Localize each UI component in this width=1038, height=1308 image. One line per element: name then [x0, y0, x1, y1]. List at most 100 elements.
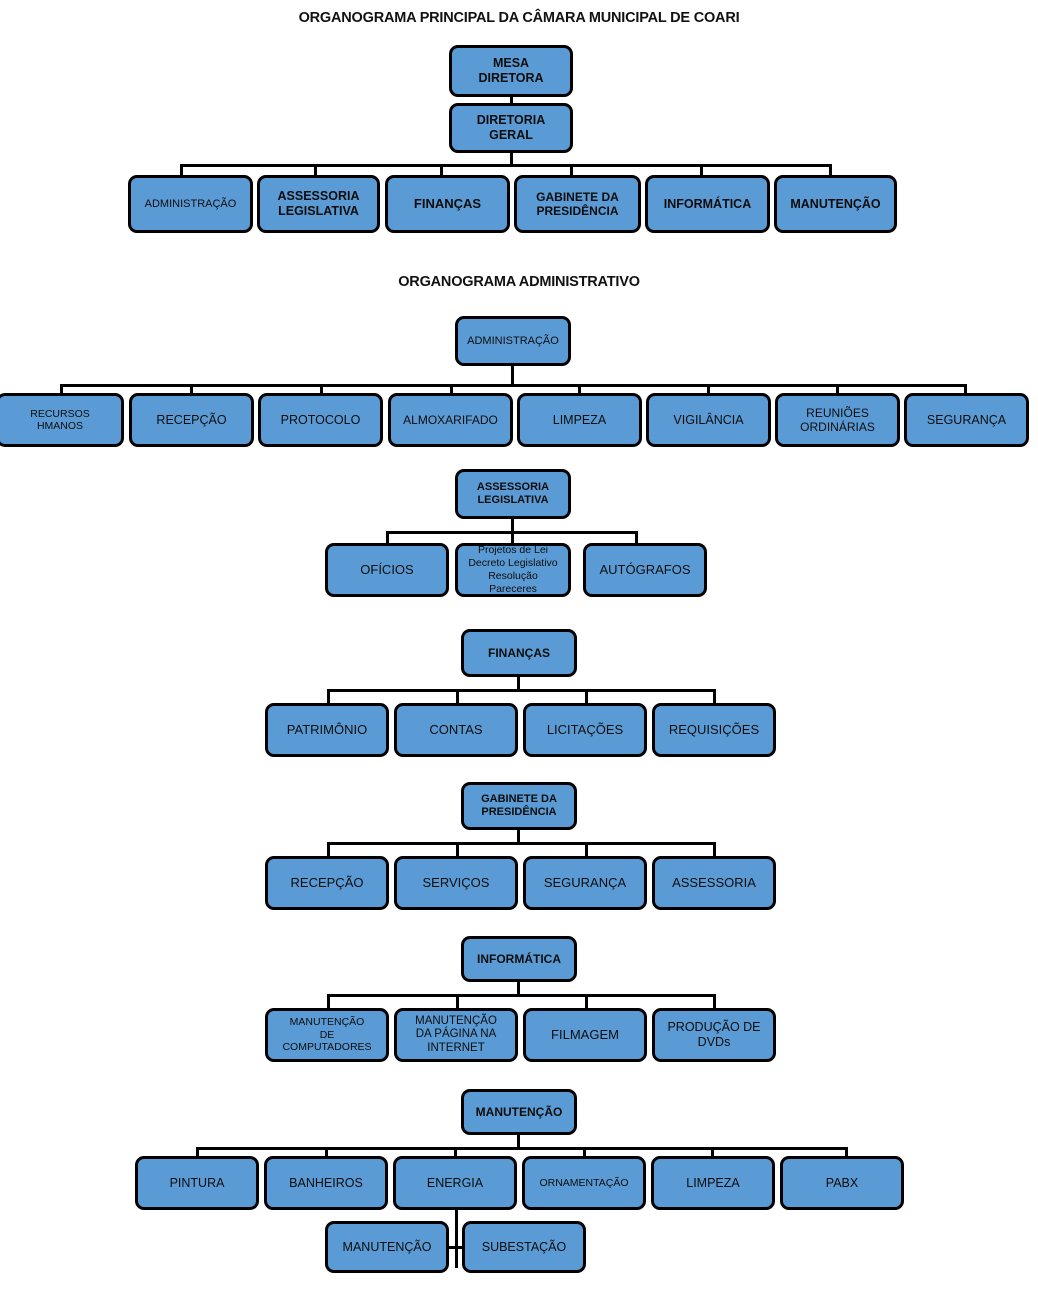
node-assessoria-legislativa[interactable]: ASSESSORIA LEGISLATIVA [257, 175, 380, 233]
node-ornamentacao[interactable]: ORNAMENTAÇÃO [522, 1156, 646, 1210]
connector-drop-m2 [325, 1147, 328, 1159]
section-title-administrativo: ORGANOGRAMA ADMINISTRATIVO [398, 274, 640, 290]
node-line: ENERGIA [426, 1175, 484, 1190]
node-line: PATRIMÔNIO [286, 722, 368, 738]
node-recepcao-gab[interactable]: RECEPÇÃO [265, 856, 389, 910]
node-protocolo[interactable]: PROTOCOLO [258, 393, 383, 447]
connector-drop-diretoria [510, 153, 513, 166]
node-line: HMANOS [36, 420, 84, 432]
node-line: PRESIDÊNCIA [536, 204, 619, 218]
node-financas[interactable]: FINANÇAS [385, 175, 510, 233]
connector-drop-i3 [585, 994, 588, 1008]
node-pintura[interactable]: PINTURA [135, 1156, 259, 1210]
node-line: ORNAMENTAÇÃO [539, 1176, 629, 1189]
node-contas[interactable]: CONTAS [394, 703, 518, 757]
connector-drop-f2 [456, 689, 459, 703]
node-subestacao[interactable]: SUBESTAÇÃO [462, 1221, 586, 1273]
node-recepcao-adm[interactable]: RECEPÇÃO [129, 393, 254, 447]
node-line: MESA [492, 56, 530, 71]
connector-drop-administracao [511, 366, 514, 386]
node-line: DVDs [697, 1035, 731, 1049]
node-line: SEGURANÇA [543, 875, 627, 891]
node-pabx[interactable]: PABX [780, 1156, 904, 1210]
node-limpeza-adm[interactable]: LIMPEZA [517, 393, 642, 447]
node-oficios[interactable]: OFÍCIOS [325, 543, 449, 597]
node-banheiros[interactable]: BANHEIROS [264, 1156, 388, 1210]
node-producao-dvds[interactable]: PRODUÇÃO DE DVDs [652, 1008, 776, 1062]
connector-drop-g3 [585, 842, 588, 856]
connector-drop-m1 [196, 1147, 199, 1159]
node-line: INFORMÁTICA [477, 951, 561, 966]
node-vigilancia[interactable]: VIGILÂNCIA [646, 393, 771, 447]
connector-drop-m4 [583, 1147, 586, 1159]
node-reunioes-ordinarias[interactable]: REUNIÕES ORDINÁRIAS [775, 393, 900, 447]
connector-drop-as1 [386, 531, 389, 545]
node-line: MANUTENÇÃO [475, 1104, 563, 1119]
connector-drop-f4 [713, 689, 716, 703]
section-title-principal: ORGANOGRAMA PRINCIPAL DA CÂMARA MUNICIPA… [298, 10, 740, 26]
node-line: SUBESTAÇÃO [481, 1239, 567, 1254]
node-informatica-root[interactable]: INFORMÁTICA [461, 936, 577, 982]
connector-drop-a8 [964, 384, 967, 396]
connector-drop-i2 [456, 994, 459, 1008]
node-line: GABINETE DA [536, 189, 619, 204]
node-patrimonio[interactable]: PATRIMÔNIO [265, 703, 389, 757]
node-almoxarifado[interactable]: ALMOXARIFADO [388, 393, 513, 447]
node-filmagem[interactable]: FILMAGEM [523, 1008, 647, 1062]
node-informatica[interactable]: INFORMÁTICA [645, 175, 770, 233]
connector-drop-f3 [585, 689, 588, 703]
node-seguranca-gab[interactable]: SEGURANÇA [523, 856, 647, 910]
connector-drop-2 [314, 164, 317, 178]
node-line: REUNIÕES [806, 405, 869, 420]
node-line: FINANÇAS [488, 645, 550, 660]
node-manutencao[interactable]: MANUTENÇÃO [774, 175, 897, 233]
node-gabinete-presidencia-root[interactable]: GABINETE DA PRESIDÊNCIA [461, 782, 577, 830]
node-assessoria-gab[interactable]: ASSESSORIA [652, 856, 776, 910]
node-manutencao-computadores[interactable]: MANUTENÇÃO DE COMPUTADORES [265, 1008, 389, 1062]
connector-drop-i1 [327, 994, 330, 1008]
node-line: DIRETORA [478, 71, 544, 85]
node-assessoria-legislativa-root[interactable]: ASSESSORIA LEGISLATIVA [455, 469, 571, 519]
node-autografos[interactable]: AUTÓGRAFOS [583, 543, 707, 597]
node-diretoria-geral[interactable]: DIRETORIA GERAL [449, 103, 573, 153]
node-mesa-diretora[interactable]: MESA DIRETORA [449, 45, 573, 97]
node-manutencao-energia[interactable]: MANUTENÇÃO [325, 1221, 449, 1273]
node-line: RECURSOS [30, 407, 90, 420]
node-projetos-de-lei[interactable]: Projetos de Lei Decreto Legislativo Reso… [455, 543, 571, 597]
node-line: LIMPEZA [686, 1175, 740, 1190]
node-line: REQUISIÇÕES [668, 722, 760, 738]
connector-drop-m5 [711, 1147, 714, 1159]
node-licitacoes[interactable]: LICITAÇÕES [523, 703, 647, 757]
node-manutencao-root[interactable]: MANUTENÇÃO [461, 1089, 577, 1135]
node-line: SERVIÇOS [422, 875, 490, 891]
connector-drop-4 [570, 164, 573, 178]
node-line: LEGISLATIVA [278, 204, 359, 218]
node-line: MANUTENÇÃO [342, 1239, 432, 1254]
connector-drop-manutencao [517, 1135, 520, 1149]
node-recursos-humanos[interactable]: RECURSOS HMANOS [0, 393, 124, 447]
connector-drop-a5 [578, 384, 581, 396]
node-servicos[interactable]: SERVIÇOS [394, 856, 518, 910]
node-energia[interactable]: ENERGIA [393, 1156, 517, 1210]
connector-bus-administrativo [60, 384, 966, 387]
node-seguranca-adm[interactable]: SEGURANÇA [904, 393, 1029, 447]
node-limpeza-man[interactable]: LIMPEZA [651, 1156, 775, 1210]
node-requisicoes[interactable]: REQUISIÇÕES [652, 703, 776, 757]
connector-drop-informatica [517, 982, 520, 996]
node-line: FILMAGEM [551, 1027, 619, 1043]
node-line: FINANÇAS [413, 196, 482, 212]
node-line: PRODUÇÃO DE [667, 1020, 761, 1035]
connector-drop-6 [829, 164, 832, 178]
node-line: MANUTENÇÃO [790, 196, 881, 211]
connector-drop-3 [440, 164, 443, 178]
connector-drop-energia [455, 1210, 458, 1268]
connector-drop-a2 [190, 384, 193, 396]
node-gabinete-presidencia[interactable]: GABINETE DA PRESIDÊNCIA [514, 175, 641, 233]
node-financas-root[interactable]: FINANÇAS [461, 629, 577, 677]
node-administracao-root[interactable]: ADMINISTRAÇÃO [455, 316, 571, 366]
node-manutencao-pagina-internet[interactable]: MANUTENÇÃO DA PÁGINA NA INTERNET [394, 1008, 518, 1062]
connector-drop-a7 [836, 384, 839, 396]
node-administracao[interactable]: ADMINISTRAÇÃO [128, 175, 253, 233]
node-line: DIRETORIA [476, 113, 546, 128]
